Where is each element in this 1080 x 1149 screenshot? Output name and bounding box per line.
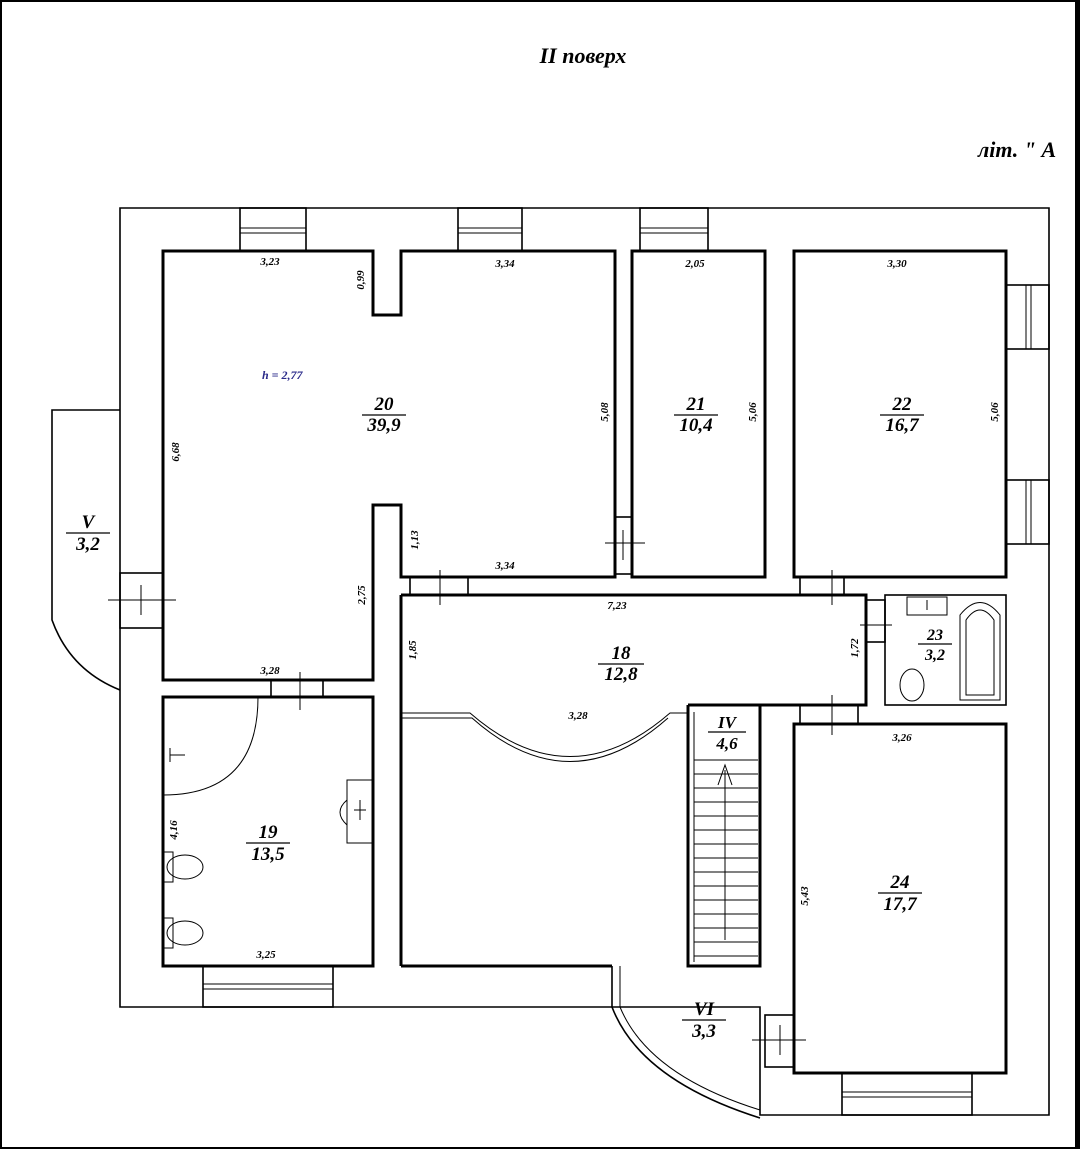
- doors: [270, 516, 892, 1068]
- svg-text:22: 22: [892, 394, 913, 415]
- dim-label: 2,75: [356, 585, 368, 606]
- dim-label: 0,99: [355, 270, 367, 290]
- room-20: [161, 249, 617, 682]
- toilet-icon: [166, 920, 204, 946]
- svg-text:18: 18: [612, 643, 632, 664]
- dim-label: 6,68: [170, 442, 182, 462]
- svg-text:17,7: 17,7: [883, 894, 918, 915]
- dim-label: 1,72: [849, 638, 861, 658]
- svg-text:VI: VI: [694, 999, 715, 1020]
- svg-text:21: 21: [686, 394, 706, 415]
- room-label-23: 233,2: [918, 627, 952, 664]
- ceiling-height-note: h = 2,77: [262, 368, 304, 382]
- dim-label: 1,13: [409, 530, 421, 550]
- dim-label: 5,06: [989, 402, 1001, 422]
- bathtub-icon: [959, 602, 1001, 701]
- balcony-vi: [611, 966, 761, 1119]
- sink-icon: [906, 596, 948, 616]
- litera-label: літ. " А: [977, 137, 1056, 162]
- dim-label: 3,26: [891, 732, 912, 744]
- radiator-icon: [346, 779, 373, 844]
- dim-label: 3,23: [259, 256, 280, 268]
- svg-text:10,4: 10,4: [679, 415, 712, 436]
- dim-label: 7,23: [607, 600, 627, 612]
- room-label-vi: VI3,3: [682, 999, 726, 1042]
- outer-wall: [119, 207, 1050, 1116]
- svg-text:V: V: [82, 512, 96, 533]
- dim-label: 3,28: [259, 665, 280, 677]
- svg-text:3,3: 3,3: [691, 1021, 716, 1042]
- dim-label: 3,30: [886, 258, 907, 270]
- toilet-icon: [899, 668, 925, 702]
- dim-label: 3,34: [494, 258, 515, 270]
- svg-text:23: 23: [926, 627, 943, 644]
- dim-label: 3,34: [494, 560, 515, 572]
- plan-title: II поверх: [539, 43, 627, 68]
- svg-text:24: 24: [890, 872, 910, 893]
- svg-text:19: 19: [259, 822, 279, 843]
- room-23: [884, 594, 1007, 706]
- staircase-iv: [686, 705, 762, 968]
- svg-text:3,2: 3,2: [924, 647, 945, 664]
- svg-text:12,8: 12,8: [604, 664, 638, 685]
- dim-label: 5,08: [599, 402, 611, 422]
- svg-text:IV: IV: [717, 713, 738, 732]
- svg-text:3,2: 3,2: [75, 534, 100, 555]
- svg-text:39,9: 39,9: [366, 415, 401, 436]
- dim-label: 1,85: [407, 640, 419, 660]
- balcony-v: [51, 409, 121, 691]
- dim-label: 2,05: [684, 258, 705, 270]
- svg-text:4,6: 4,6: [715, 734, 738, 753]
- room-18: [399, 593, 868, 966]
- room-label-iv: IV 4,6: [708, 713, 746, 753]
- dim-label: 4,16: [168, 820, 180, 841]
- dim-label: 3,28: [567, 710, 588, 722]
- svg-text:16,7: 16,7: [885, 415, 920, 436]
- svg-text:20: 20: [374, 394, 395, 415]
- windows: [108, 207, 1050, 1116]
- svg-text:13,5: 13,5: [251, 844, 285, 865]
- room-label-v: V3,2: [66, 512, 110, 555]
- dim-label: 5,43: [799, 886, 811, 906]
- dimension-labels: 3,23 0,99 3,34 2,05 3,30 6,68 5,08 5,06 …: [168, 256, 1001, 961]
- room-22: [792, 249, 1008, 579]
- bidet-icon: [166, 854, 204, 880]
- dim-label: 3,25: [255, 949, 276, 961]
- dim-label: 5,06: [747, 402, 759, 422]
